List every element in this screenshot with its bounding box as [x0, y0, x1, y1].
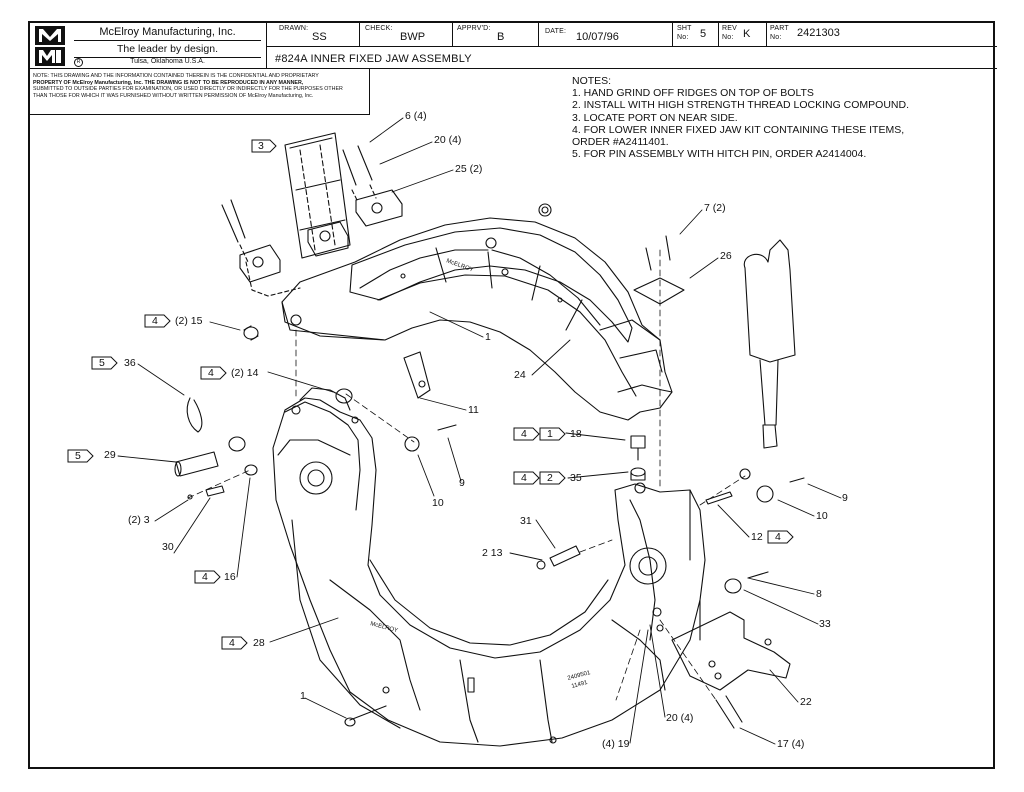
callout-12: 12	[751, 531, 763, 543]
callout-20: 20 (4)	[666, 712, 694, 724]
date-value: 10/07/96	[576, 31, 619, 43]
rev-value: K	[743, 28, 751, 40]
title-block: McElroy Manufacturing, Inc. The leader b…	[30, 23, 997, 69]
callout-9: 9	[459, 477, 465, 489]
company-name: McElroy Manufacturing, Inc.	[99, 26, 236, 38]
notes-block: NOTES: 1. HAND GRIND OFF RIDGES ON TOP O…	[572, 75, 909, 160]
company-tagline: The leader by design.	[117, 43, 218, 55]
check-value: BWP	[400, 31, 426, 43]
callout-20: 20 (4)	[434, 134, 462, 146]
drawing-frame: McElroy Manufacturing, Inc. The leader b…	[28, 21, 997, 769]
part-stamp-line1: 2409501	[567, 670, 592, 682]
callout-17: 17 (4)	[777, 738, 805, 750]
drawn-value: SS	[312, 31, 327, 43]
note-flag: 3	[258, 140, 264, 152]
note-flag: 4	[521, 428, 527, 440]
note-flag: 4	[229, 637, 235, 649]
drawing-title: #824A INNER FIXED JAW ASSEMBLY	[275, 53, 472, 65]
callout-16: 16	[224, 571, 236, 583]
lower-jaw-part	[272, 387, 706, 747]
note-flag: 4	[152, 315, 158, 327]
callout-31: 31	[520, 515, 532, 527]
callout-28: 28	[253, 637, 265, 649]
callout-13: 2 13	[482, 547, 503, 559]
notes-heading: NOTES:	[572, 75, 612, 87]
upper-jaw-part	[281, 203, 673, 421]
callout-14: (2) 14	[231, 367, 259, 379]
callout-29: 29	[104, 449, 116, 461]
callout-25: 25 (2)	[455, 163, 483, 175]
callout-36: 36	[124, 357, 136, 369]
callout-8: 8	[816, 588, 822, 600]
note-item: 5. FOR PIN ASSEMBLY WITH HITCH PIN, ORDE…	[572, 148, 867, 161]
sheet-value: 5	[700, 28, 707, 40]
note-item: ORDER #A2411401.	[572, 136, 669, 149]
lower-brand-stamp: McELROY	[369, 621, 398, 634]
callout-26: 26	[720, 250, 732, 262]
callout-7: 7 (2)	[704, 202, 726, 214]
callout-11: 11	[468, 404, 479, 416]
part-cell: PART No: 2421303	[770, 25, 840, 41]
note-flag: 4	[775, 531, 781, 543]
callout-6: 6 (4)	[405, 110, 427, 122]
note-item: 4. FOR LOWER INNER FIXED JAW KIT CONTAIN…	[572, 123, 905, 136]
callout-22: 22	[800, 696, 812, 708]
callout-3: (2) 3	[128, 514, 150, 526]
block-25-parts	[239, 189, 403, 283]
drawn-cell: DRAWN: SS	[267, 23, 360, 46]
note-item: 2. INSTALL WITH HIGH STRENGTH THREAD LOC…	[572, 99, 910, 112]
company-location: Tulsa, Oklahoma U.S.A.	[130, 58, 205, 65]
callout-19: (4) 19	[602, 738, 630, 750]
callout-15: (2) 15	[175, 315, 203, 327]
part-value: 2421303	[797, 27, 840, 39]
rev-cell: REV No: K	[719, 23, 767, 46]
company-cell: McElroy Manufacturing, Inc. The leader b…	[68, 23, 267, 69]
note-flag: 5	[99, 357, 105, 369]
part-stamp-line2: 11491	[571, 680, 589, 690]
callout-10: 10	[432, 497, 444, 509]
callout-10: 10	[816, 510, 828, 522]
sheet-cell: SHT No: 5	[673, 23, 719, 46]
date-cell: DATE: 10/07/96	[539, 23, 673, 46]
check-cell: CHECK: BWP	[360, 23, 453, 46]
note-item: 1. HAND GRIND OFF RIDGES ON TOP OF BOLTS	[572, 87, 814, 100]
note-item: 3. LOCATE PORT ON NEAR SIDE.	[572, 111, 738, 124]
note-flag: 5	[75, 450, 81, 462]
apprvd-value: B	[497, 31, 505, 43]
callout-1: 1	[485, 331, 491, 343]
bolts-6-20-parts	[221, 145, 377, 297]
callout-18: 18	[570, 428, 582, 440]
callout-35: 35	[570, 472, 582, 484]
callout-24: 24	[514, 369, 526, 381]
title-fields-row: DRAWN: SS CHECK: BWP APPRV'D: B DATE: 10…	[267, 23, 997, 47]
note-flag: 2	[547, 472, 553, 484]
callout-9: 9	[842, 492, 848, 504]
confidentiality-notice: NOTE: THIS DRAWING AND THE INFORMATION C…	[30, 69, 370, 115]
apprvd-cell: APPRV'D: B	[453, 23, 539, 46]
leader-lines	[117, 117, 842, 745]
note-flag: 4	[202, 571, 208, 583]
callout-1: 1	[300, 690, 306, 702]
center-lines	[187, 249, 746, 701]
cylinder-3-part	[284, 132, 351, 259]
note-flag: 4	[208, 367, 214, 379]
registered-mark-icon: R	[74, 58, 83, 67]
small-parts	[174, 235, 805, 729]
note-flag: 1	[547, 428, 553, 440]
note-flag: 4	[521, 472, 527, 484]
company-logo	[34, 25, 66, 67]
callout-33: 33	[819, 618, 831, 630]
callout-30: 30	[162, 541, 174, 553]
